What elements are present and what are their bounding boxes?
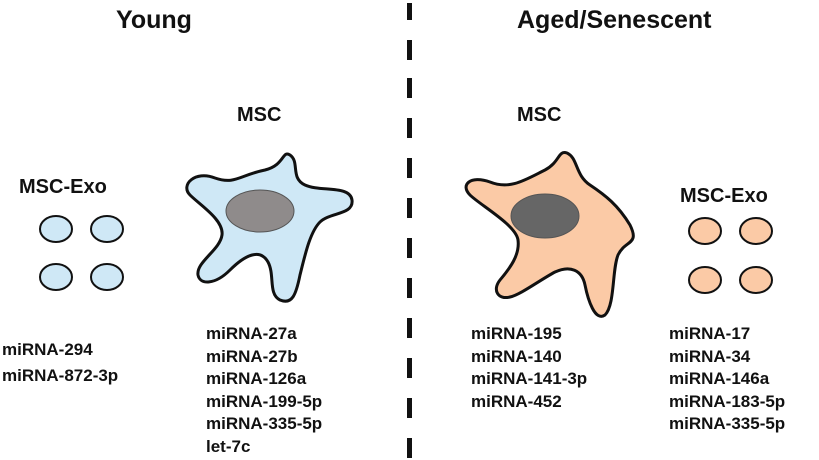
young-title: Young	[116, 6, 192, 34]
exosome-icon	[39, 263, 73, 291]
mirna-item: miRNA-183-5p	[669, 391, 786, 411]
mirna-item: miRNA-140	[471, 346, 562, 366]
young-exo-mirna-list: miRNA-294 miRNA-872-3p	[2, 337, 118, 389]
exosome-icon	[90, 215, 124, 243]
young-msc-label: MSC	[237, 104, 282, 126]
exosome-icon	[90, 263, 124, 291]
mirna-item: miRNA-335-5p	[206, 414, 323, 433]
mirna-item: miRNA-335-5p	[669, 414, 786, 433]
nucleus-icon	[225, 189, 295, 233]
aged-exo-label: MSC-Exo	[680, 185, 768, 207]
aged-msc-cell-icon	[464, 151, 635, 318]
mirna-item: miRNA-141-3p	[471, 369, 588, 388]
aged-msc-label: MSC	[517, 104, 562, 126]
aged-msc-mirna-list: miRNA-195 miRNA-140 miRNA-141-3p miRNA-4…	[471, 323, 587, 413]
mirna-item: miRNA-34	[669, 346, 751, 366]
aged-exosomes	[688, 217, 773, 294]
young-exosomes	[39, 215, 124, 291]
mirna-item: miRNA-452	[471, 391, 562, 411]
mirna-item: miRNA-27b	[206, 346, 298, 366]
exosome-icon	[688, 266, 722, 294]
young-msc-mirna-list: miRNA-27a miRNA-27b miRNA-126a miRNA-199…	[206, 323, 322, 458]
mirna-item: miRNA-294	[2, 340, 93, 359]
exosome-icon	[739, 217, 773, 245]
exosome-icon	[688, 217, 722, 245]
mirna-item: miRNA-872-3p	[2, 366, 119, 385]
aged-title: Aged/Senescent	[517, 6, 712, 34]
mirna-item: let-7c	[206, 436, 251, 456]
exosome-icon	[39, 215, 73, 243]
nucleus-icon	[510, 193, 580, 239]
mirna-item: miRNA-195	[471, 324, 562, 343]
mirna-item: miRNA-17	[669, 324, 751, 343]
young-msc-cell-icon	[185, 152, 354, 303]
divider-dashed-line	[407, 3, 412, 458]
mirna-item: miRNA-27a	[206, 324, 297, 343]
mirna-item: miRNA-146a	[669, 369, 770, 388]
young-exo-label: MSC-Exo	[19, 176, 107, 198]
mirna-item: miRNA-199-5p	[206, 391, 323, 411]
mirna-item: miRNA-126a	[206, 369, 307, 388]
exosome-icon	[739, 266, 773, 294]
aged-exo-mirna-list: miRNA-17 miRNA-34 miRNA-146a miRNA-183-5…	[669, 323, 785, 436]
